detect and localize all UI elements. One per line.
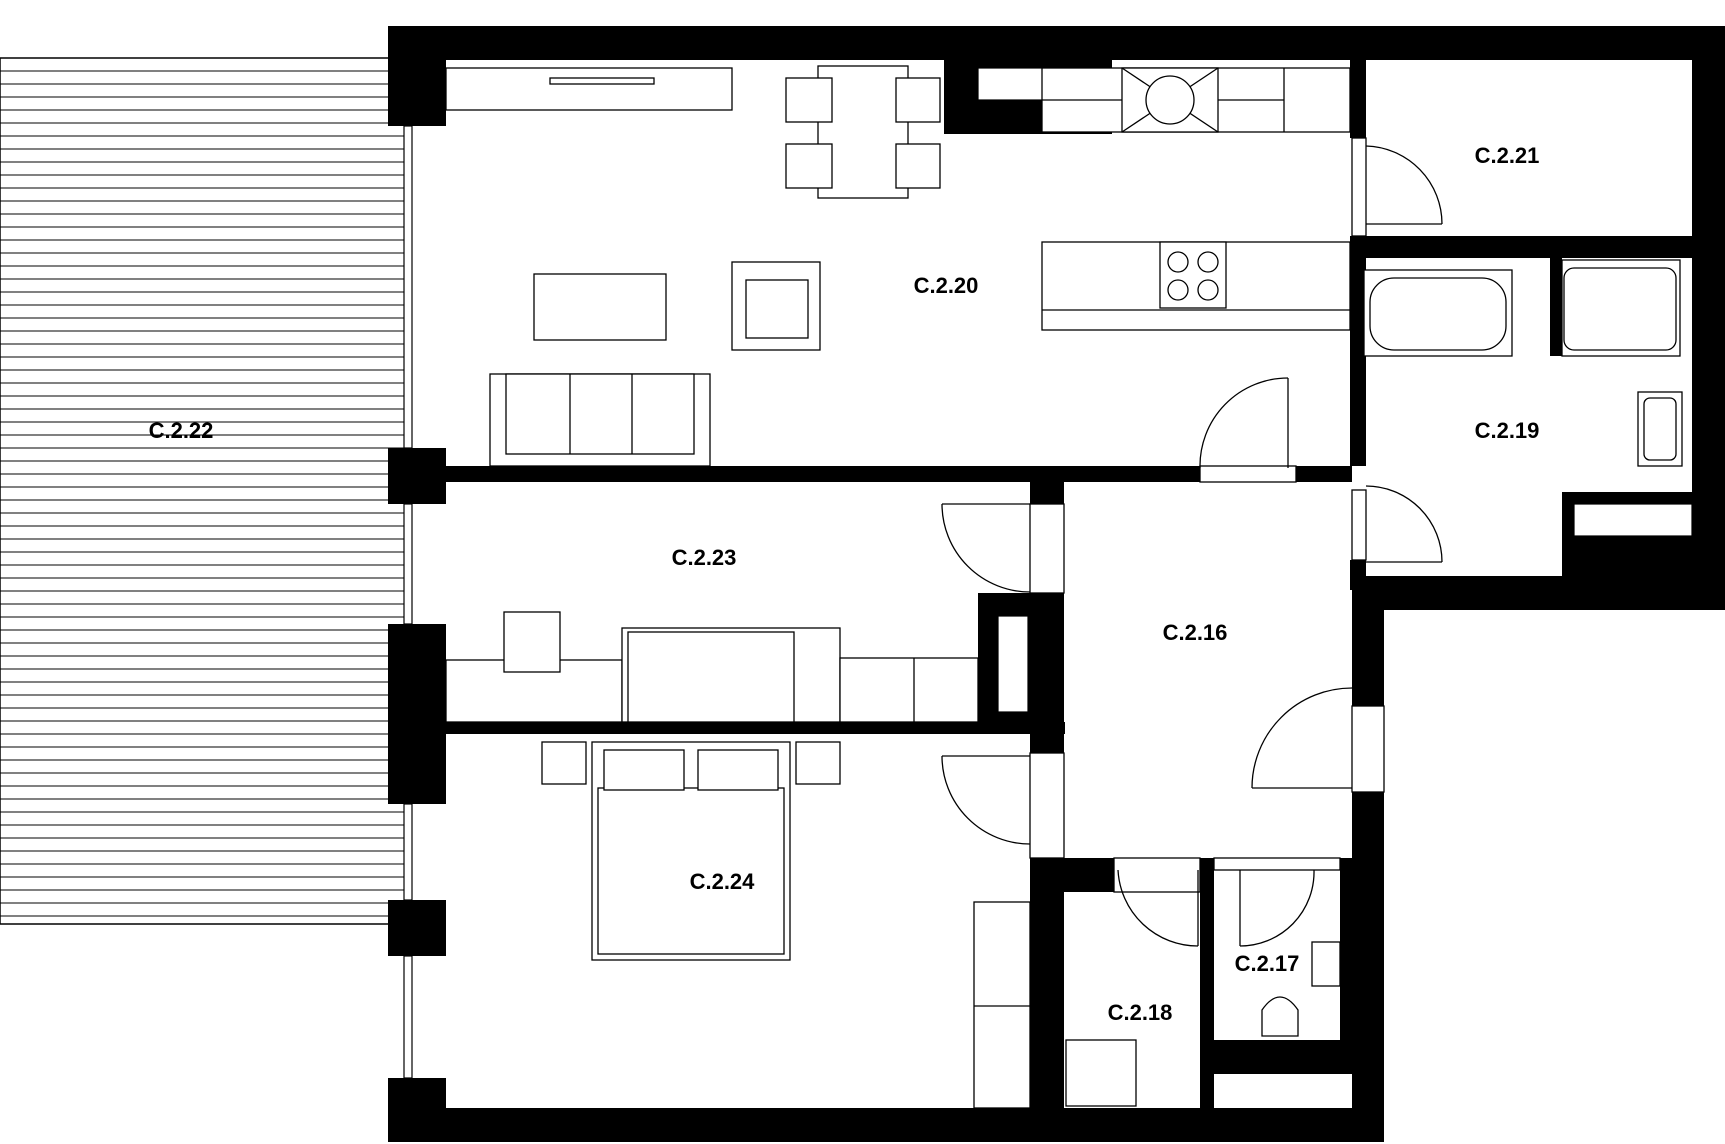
room-label-c2-21: C.2.21 xyxy=(1475,143,1540,168)
chair xyxy=(785,143,833,189)
room-label-c2-24: C.2.24 xyxy=(690,869,756,894)
room-label-c2-20: C.2.20 xyxy=(914,273,979,298)
nightstand xyxy=(795,741,841,785)
office-chair xyxy=(503,611,561,673)
doors xyxy=(941,137,1443,947)
chair xyxy=(785,77,833,123)
windows xyxy=(403,125,413,1079)
wall-cutouts xyxy=(977,67,1693,713)
coffee-table xyxy=(533,273,667,341)
chair xyxy=(895,77,941,123)
room-label-c2-23: C.2.23 xyxy=(672,545,737,570)
toilet xyxy=(1261,996,1299,1037)
sideboard xyxy=(445,67,733,111)
furniture xyxy=(445,65,1683,1109)
terrace-decking xyxy=(0,57,411,925)
utility-unit xyxy=(1065,1039,1137,1107)
nightstand xyxy=(541,741,587,785)
wc-sink xyxy=(1311,941,1341,987)
room-labels: C.2.20 C.2.21 C.2.19 C.2.22 C.2.23 C.2.1… xyxy=(149,143,1540,1025)
walls xyxy=(388,26,1725,1142)
room-label-c2-18: C.2.18 xyxy=(1108,1000,1173,1025)
room-label-c2-16: C.2.16 xyxy=(1163,620,1228,645)
wardrobe xyxy=(973,901,1031,1109)
wardrobe xyxy=(839,657,979,723)
cooktop xyxy=(1159,241,1227,309)
room-label-c2-22: C.2.22 xyxy=(149,418,214,443)
chair xyxy=(895,143,941,189)
dining-table xyxy=(817,65,909,199)
room-label-c2-17: C.2.17 xyxy=(1235,951,1300,976)
bathtub xyxy=(1369,277,1507,351)
room-label-c2-19: C.2.19 xyxy=(1475,418,1540,443)
